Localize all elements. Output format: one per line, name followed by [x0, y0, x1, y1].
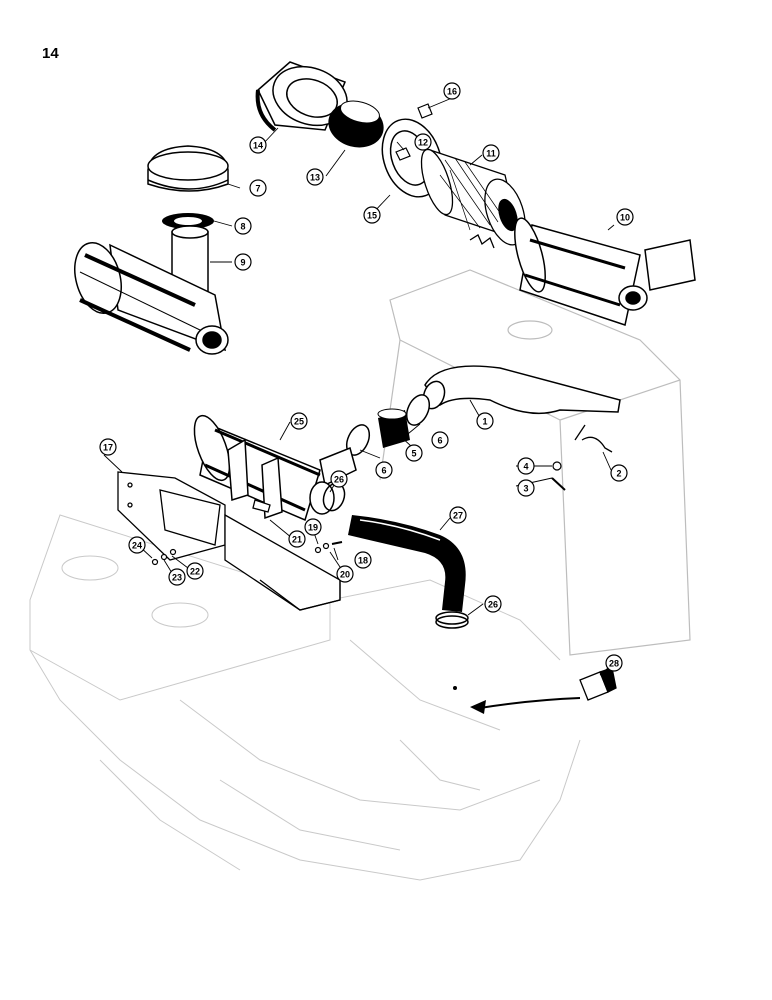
- mounting-plate: [117, 471, 341, 611]
- elbow-hose: [348, 515, 466, 612]
- callout-7: 7: [249, 179, 267, 197]
- callout-15: 15: [363, 206, 381, 224]
- callout-19: 19: [304, 518, 322, 536]
- callout-24: 24: [128, 536, 146, 554]
- callout-6b: 6: [375, 461, 393, 479]
- svg-text:10: 10: [620, 213, 630, 223]
- callout-3: 3: [517, 479, 535, 497]
- washer-nut-hardware: [151, 541, 343, 566]
- page-number: 14: [42, 45, 59, 62]
- svg-text:19: 19: [308, 523, 318, 533]
- svg-text:4: 4: [523, 462, 528, 472]
- clip: [417, 103, 433, 119]
- callout-21: 21: [288, 530, 306, 548]
- air-cleaner-cover: [147, 145, 229, 192]
- callout-6a: 6: [431, 431, 449, 449]
- air-cleaner-assembly: [193, 414, 357, 522]
- callout-28: 28: [605, 654, 623, 672]
- callout-14: 14: [249, 136, 267, 154]
- svg-text:9: 9: [240, 258, 245, 268]
- svg-text:27: 27: [453, 511, 463, 521]
- svg-text:3: 3: [523, 484, 528, 494]
- dust-cup: [255, 61, 348, 132]
- precleaner-air-cleaner-assembly: [74, 225, 229, 355]
- callout-17: 17: [99, 438, 117, 456]
- svg-text:13: 13: [310, 173, 320, 183]
- hose-clamp: [435, 611, 469, 629]
- svg-text:1: 1: [482, 417, 487, 427]
- callout-13: 13: [306, 168, 324, 186]
- mounting-bracket: [574, 424, 613, 453]
- callout-23: 23: [168, 568, 186, 586]
- intake-pipe: [422, 365, 621, 415]
- svg-text:21: 21: [292, 535, 302, 545]
- callout-2: 2: [610, 464, 628, 482]
- callout-4: 4: [517, 457, 535, 475]
- svg-text:5: 5: [411, 449, 416, 459]
- svg-text:26: 26: [334, 475, 344, 485]
- svg-text:16: 16: [447, 87, 457, 97]
- callout-26a: 26: [330, 470, 348, 488]
- svg-text:12: 12: [418, 138, 428, 148]
- wing-nut: [395, 147, 411, 161]
- svg-text:11: 11: [486, 149, 496, 159]
- hose-sleeve: [377, 408, 410, 448]
- svg-text:20: 20: [340, 570, 350, 580]
- callout-20: 20: [336, 565, 354, 583]
- callout-22: 22: [186, 562, 204, 580]
- pointer-arrow: [453, 686, 581, 714]
- svg-text:17: 17: [103, 443, 113, 453]
- hose-clamp: [405, 394, 431, 426]
- callout-9: 9: [234, 253, 252, 271]
- callout-5: 5: [405, 444, 423, 462]
- svg-text:6: 6: [381, 466, 386, 476]
- callout-1: 1: [476, 412, 494, 430]
- gasket-ring: [162, 213, 214, 229]
- engine-hood: [379, 269, 691, 656]
- svg-text:25: 25: [294, 417, 304, 427]
- baffle: [328, 100, 384, 148]
- svg-text:22: 22: [190, 567, 200, 577]
- svg-text:28: 28: [609, 659, 619, 669]
- svg-text:26: 26: [488, 600, 498, 610]
- svg-text:2: 2: [616, 469, 621, 479]
- svg-text:8: 8: [240, 222, 245, 232]
- svg-text:24: 24: [132, 541, 142, 551]
- bolt-and-washer: [551, 461, 566, 491]
- engine-block-background: [29, 514, 581, 881]
- svg-text:18: 18: [358, 556, 368, 566]
- callout-10: 10: [616, 208, 634, 226]
- callout-8: 8: [234, 217, 252, 235]
- callout-25: 25: [290, 412, 308, 430]
- callout-12: 12: [414, 133, 432, 151]
- svg-text:6: 6: [437, 436, 442, 446]
- callout-26b: 26: [484, 595, 502, 613]
- callout-11: 11: [482, 144, 500, 162]
- callout-18: 18: [354, 551, 372, 569]
- svg-text:14: 14: [253, 141, 263, 151]
- callout-16: 16: [443, 82, 461, 100]
- svg-text:15: 15: [367, 211, 377, 221]
- callout-27: 27: [449, 506, 467, 524]
- restriction-indicator: [579, 667, 617, 701]
- svg-text:7: 7: [255, 184, 260, 194]
- air-cleaner-body: [514, 217, 696, 326]
- svg-text:23: 23: [172, 573, 182, 583]
